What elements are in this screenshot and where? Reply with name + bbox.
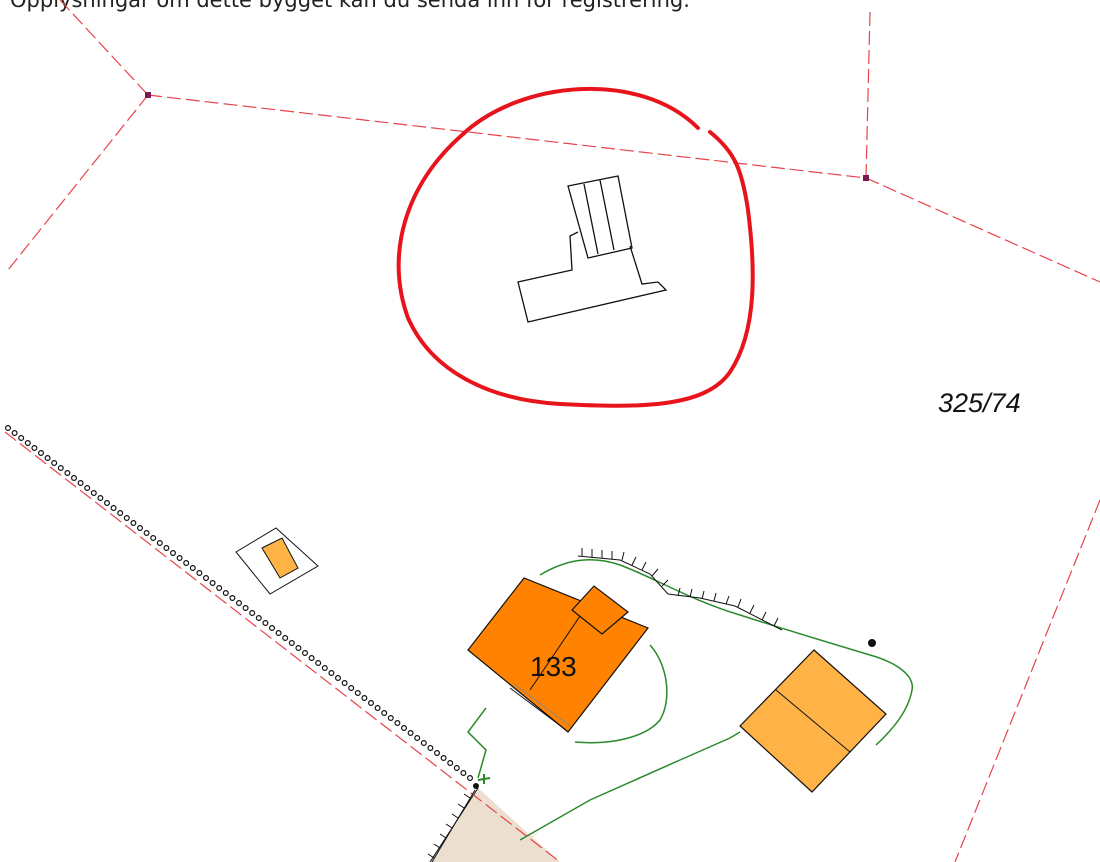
fence-post — [249, 609, 256, 616]
fence-post — [97, 495, 104, 502]
fence-post — [302, 649, 309, 656]
property-boundaries — [4, 0, 1100, 862]
fence-post — [130, 519, 137, 526]
fence-post — [57, 465, 64, 472]
fence-post — [381, 709, 388, 716]
fence-post — [368, 699, 375, 706]
fence-post — [64, 470, 71, 477]
fence-post — [269, 624, 276, 631]
map-caption: Opplysningar om dette bygget kan du send… — [10, 0, 690, 12]
garage-building — [739, 649, 887, 793]
fence-post — [183, 559, 190, 566]
boundary-line-top — [147, 94, 867, 179]
road-area — [430, 788, 560, 862]
fence-post — [18, 435, 25, 442]
fence-post — [11, 430, 18, 437]
fence-post — [44, 455, 51, 462]
fence-post — [420, 739, 427, 746]
fence-post — [361, 694, 368, 701]
fence-post — [176, 554, 183, 561]
vegetation-lines — [467, 559, 913, 841]
fence-post — [407, 729, 414, 736]
fence-post — [335, 674, 342, 681]
fence-post — [315, 659, 322, 666]
fence-post — [229, 594, 236, 601]
fence-post — [209, 579, 216, 586]
fence-post — [374, 704, 381, 711]
fence-post — [242, 604, 249, 611]
fence-post — [467, 774, 474, 781]
fence-post — [84, 485, 91, 492]
fence-post — [189, 564, 196, 571]
road-slope-edge — [427, 789, 476, 862]
fence-post — [37, 450, 44, 457]
fence-post — [143, 529, 150, 536]
parcel-number-label: 325/74 — [938, 388, 1021, 418]
fence-post — [196, 569, 203, 576]
fence-post — [394, 719, 401, 726]
small-outbuilding — [235, 527, 319, 595]
fence-post — [427, 744, 434, 751]
fence-post — [288, 639, 295, 646]
fence-post — [401, 724, 408, 731]
fence-post — [123, 514, 130, 521]
fence-post — [255, 614, 262, 621]
fence-post — [460, 769, 467, 776]
boundary-line-right-vertical — [865, 11, 871, 179]
boundary-line-top-left — [59, 0, 149, 96]
fence-post — [170, 549, 177, 556]
fence-post — [275, 629, 282, 636]
fence-post — [51, 460, 58, 467]
fence-line — [4, 425, 474, 781]
boundary-line-right — [865, 177, 1100, 283]
highlight-circle — [396, 86, 755, 408]
fence-post — [262, 619, 269, 626]
fence-post — [328, 669, 335, 676]
boundary-point — [145, 92, 151, 98]
boundary-line-road-left — [4, 431, 561, 862]
fence-post — [321, 664, 328, 671]
fence-post — [447, 759, 454, 766]
survey-point — [473, 783, 479, 789]
boundary-point — [863, 175, 869, 181]
fence-post — [31, 445, 38, 452]
fence-post — [137, 524, 144, 531]
boundary-line-left-diagonal — [7, 94, 149, 271]
fence-post — [203, 574, 210, 581]
fence-post — [24, 440, 31, 447]
unregistered-building — [517, 175, 668, 323]
fence-post — [90, 490, 97, 497]
fence-post — [348, 684, 355, 691]
house-number-label: 133 — [530, 651, 577, 682]
fence-post — [414, 734, 421, 741]
boundary-line-far-right — [954, 499, 1100, 862]
fence-post — [341, 679, 348, 686]
fence-post — [387, 714, 394, 721]
fence-post — [150, 534, 157, 541]
fence-post — [222, 589, 229, 596]
point-feature — [868, 639, 876, 647]
fence-post — [103, 500, 110, 507]
survey-marker — [477, 774, 491, 784]
fence-post — [295, 644, 302, 651]
fence-post — [77, 480, 84, 487]
fence-post — [70, 475, 77, 482]
fence-post — [4, 425, 12, 432]
fence-post — [117, 510, 124, 517]
fence-post — [453, 764, 460, 771]
fence-post — [216, 584, 223, 591]
main-house — [467, 577, 649, 733]
fence-post — [282, 634, 289, 641]
fence-post — [156, 539, 163, 546]
fence-post — [163, 544, 170, 551]
fence-post — [308, 654, 315, 661]
fence-post — [354, 689, 361, 696]
fence-post — [434, 749, 441, 756]
fence-post — [236, 599, 243, 606]
slope-line — [577, 548, 783, 631]
fence-post — [440, 754, 447, 761]
fence-post — [110, 505, 117, 512]
